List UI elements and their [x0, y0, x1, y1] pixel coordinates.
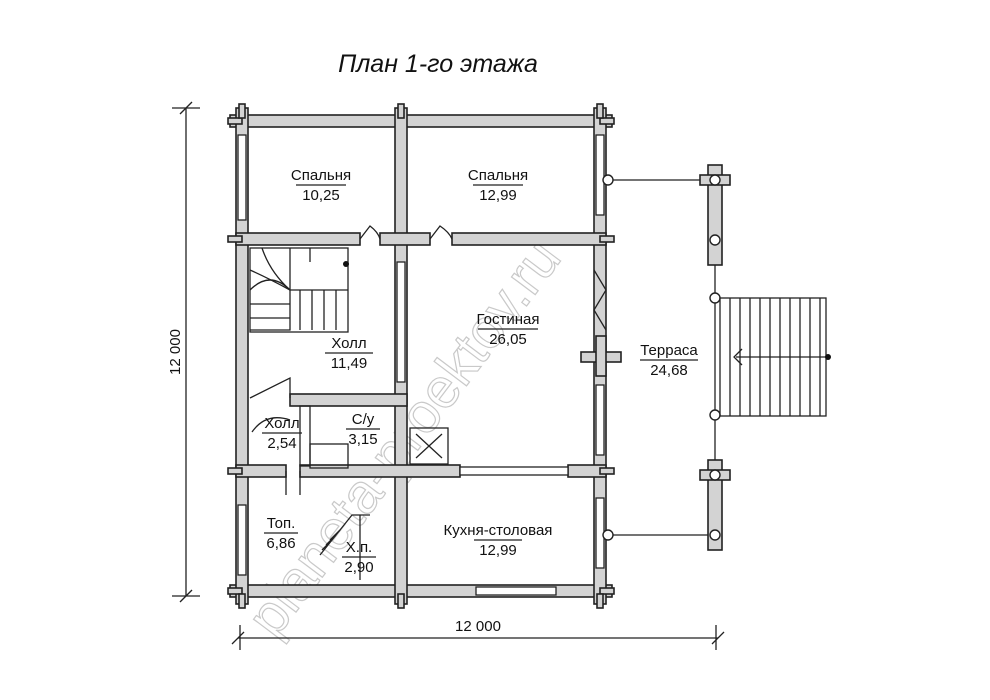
inner-staircase	[249, 247, 349, 333]
svg-text:12,99: 12,99	[479, 187, 517, 204]
room-kitchen-dining: Кухня-столовая 12,99	[444, 522, 553, 559]
room-terrace: Терраса 24,68	[640, 342, 698, 379]
terrace	[602, 164, 731, 551]
svg-text:26,05: 26,05	[489, 331, 527, 348]
svg-text:Спальня: Спальня	[291, 167, 351, 184]
bathroom-fixtures	[299, 405, 449, 469]
cross-post	[580, 335, 622, 377]
svg-text:12,99: 12,99	[479, 542, 517, 559]
svg-text:С/у: С/у	[352, 411, 375, 428]
svg-text:Гостиная: Гостиная	[477, 311, 540, 328]
room-bathroom: С/у 3,15	[346, 411, 380, 448]
svg-text:2,54: 2,54	[267, 435, 296, 452]
svg-text:Терраса: Терраса	[640, 342, 698, 359]
storage-stair	[319, 514, 370, 580]
svg-text:10,25: 10,25	[302, 187, 340, 204]
svg-text:6,86: 6,86	[266, 535, 295, 552]
svg-text:Кухня-столовая: Кухня-столовая	[444, 522, 553, 539]
exterior-stairs	[719, 297, 831, 417]
room-hall-1: Холл 11,49	[325, 335, 373, 372]
plan-title: План 1-го этажа	[338, 50, 538, 78]
windows	[237, 134, 605, 596]
dimension-width: 12 000	[455, 618, 501, 635]
svg-text:Х.п.: Х.п.	[346, 539, 372, 556]
svg-text:3,15: 3,15	[348, 431, 377, 448]
room-bedroom-1: Спальня 10,25	[291, 167, 351, 204]
svg-text:24,68: 24,68	[650, 362, 688, 379]
dimension-lines	[172, 101, 725, 650]
room-bedroom-2: Спальня 12,99	[468, 167, 528, 204]
room-living: Гостиная 26,05	[477, 311, 540, 348]
svg-text:Топ.: Топ.	[267, 515, 296, 532]
svg-text:2,90: 2,90	[344, 559, 373, 576]
room-boiler: Топ. 6,86	[264, 515, 298, 552]
doors	[249, 225, 607, 495]
svg-text:Холл: Холл	[264, 415, 299, 432]
room-storage: Х.п. 2,90	[342, 539, 376, 576]
room-hall-2: Холл 2,54	[262, 415, 302, 452]
svg-text:Спальня: Спальня	[468, 167, 528, 184]
svg-text:11,49: 11,49	[331, 355, 367, 372]
dimension-height: 12 000	[167, 329, 184, 375]
svg-text:Холл: Холл	[331, 335, 366, 352]
